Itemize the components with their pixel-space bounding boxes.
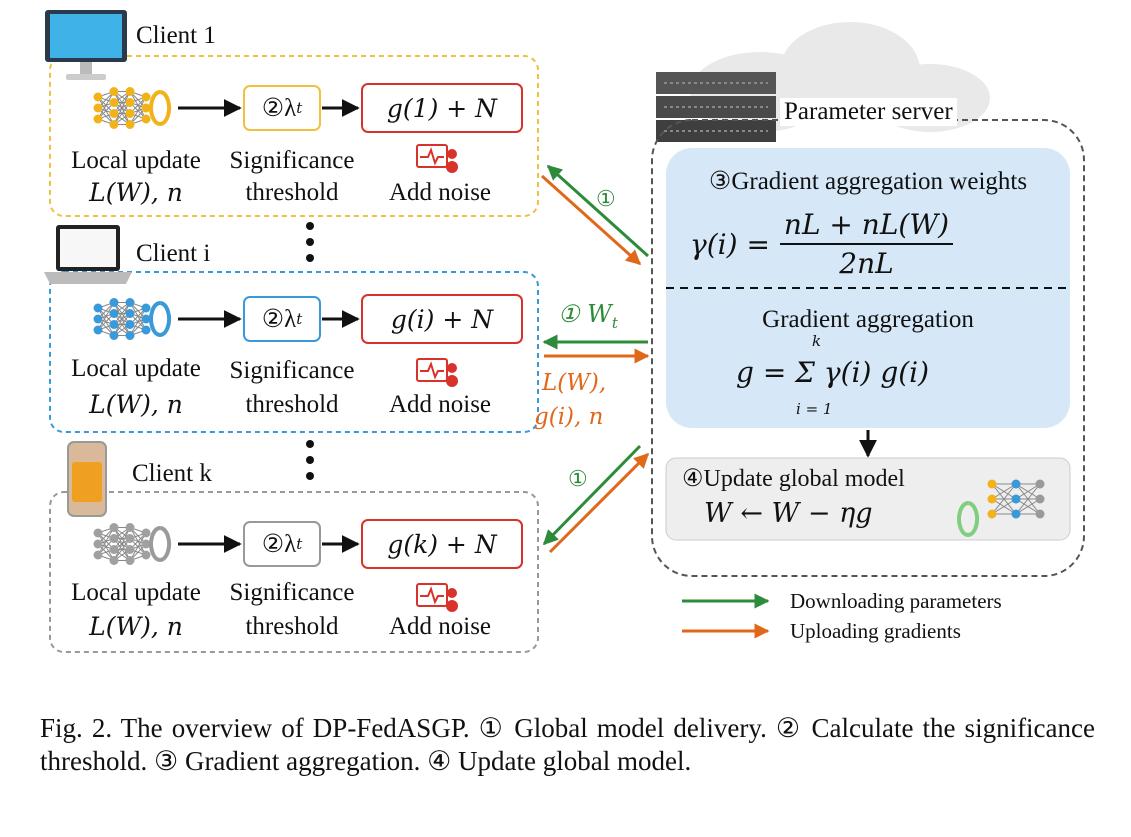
neural-network-icon-client-i: [93, 298, 151, 340]
client-1-local-formula: L(W), n: [89, 178, 183, 207]
client-k-threshold-label: threshold: [245, 613, 339, 640]
aggregation-formula: g = Σ γ(i) g(i): [736, 356, 930, 389]
legend-upload-label: Uploading gradients: [790, 619, 961, 643]
client-1-title: Client 1: [136, 22, 216, 49]
client-k-significance-label: Significance: [229, 579, 355, 606]
client-1-add-noise-label: Add noise: [388, 179, 492, 206]
client-k-noise-box: g(k) + N: [387, 529, 497, 559]
sum-upper-limit: k: [812, 332, 822, 350]
upload-arrow-client-k: [548, 452, 650, 554]
client-1-threshold-label: threshold: [245, 179, 339, 206]
update-panel: [665, 457, 1071, 541]
client-i-significance-label: Significance: [229, 357, 355, 384]
weights-title: ③Gradient aggregation weights: [708, 168, 1028, 195]
download-step-label-client-k: ①: [568, 466, 588, 491]
aggregation-title: Gradient aggregation: [762, 306, 974, 333]
noise-icon-client-i: [416, 358, 458, 387]
phone-icon: [67, 441, 107, 517]
download-step-label-client-i: ① Wt: [558, 300, 618, 332]
weights-formula: γ(i) = nL + nL(W) 2nL: [690, 204, 954, 284]
neural-network-icon-client-k: [93, 523, 151, 565]
client-1-local-update-label: Local update: [71, 147, 201, 174]
client-1-significance-label: Significance: [229, 147, 355, 174]
upload-arrow-client-1: [540, 174, 642, 266]
ellipsis-dots-upper: [306, 222, 314, 262]
server-rack-icon: [656, 72, 776, 142]
download-step-label-client-1: ①: [596, 186, 616, 211]
local-loop-icon-client-k: [149, 526, 172, 562]
diagram-graphics: [44, 10, 1085, 653]
upload-label-line-2: g(i), n: [534, 404, 604, 430]
laptop-icon: [44, 225, 132, 284]
legend-download-label: Downloading parameters: [790, 589, 1002, 613]
neural-network-icon-client-1: [93, 87, 151, 129]
client-i-local-formula: L(W), n: [89, 390, 183, 419]
server-loop-icon: [957, 501, 980, 537]
download-arrow-client-k: [542, 444, 642, 546]
client-i-local-update-label: Local update: [71, 355, 201, 382]
client-i-container: [49, 271, 539, 433]
monitor-icon: [45, 10, 127, 80]
client-i-add-noise-label: Add noise: [388, 391, 492, 418]
ellipsis-dots-lower: [306, 440, 314, 480]
server-title: Parameter server: [780, 98, 957, 126]
client-1-container: [49, 55, 539, 217]
client-k-local-update-label: Local update: [71, 579, 201, 606]
noise-icon-client-k: [416, 583, 458, 612]
client-k-container: [49, 491, 539, 653]
client-1-noise-box: g(1) + N: [386, 93, 498, 123]
client-i-threshold-label: threshold: [245, 391, 339, 418]
update-formula: W ← W − ηg: [704, 498, 873, 529]
download-arrow-client-1: [546, 164, 650, 258]
client-k-add-noise-label: Add noise: [388, 613, 492, 640]
client-i-noise-box: g(i) + N: [390, 304, 494, 334]
neural-network-icon-server: [987, 479, 1045, 519]
sum-lower-limit: i = 1: [796, 400, 833, 418]
update-title: ④Update global model: [682, 466, 905, 492]
noise-icon-client-1: [416, 144, 458, 173]
client-i-title: Client i: [136, 240, 211, 267]
upload-label-line-1: L(W),: [542, 370, 607, 396]
client-k-title: Client k: [132, 460, 212, 487]
figure-caption: Fig. 2. The overview of DP-FedASGP. ① Gl…: [40, 713, 1095, 776]
client-k-local-formula: L(W), n: [89, 612, 183, 641]
local-loop-icon-client-1: [149, 90, 172, 126]
local-loop-icon-client-i: [149, 301, 172, 337]
